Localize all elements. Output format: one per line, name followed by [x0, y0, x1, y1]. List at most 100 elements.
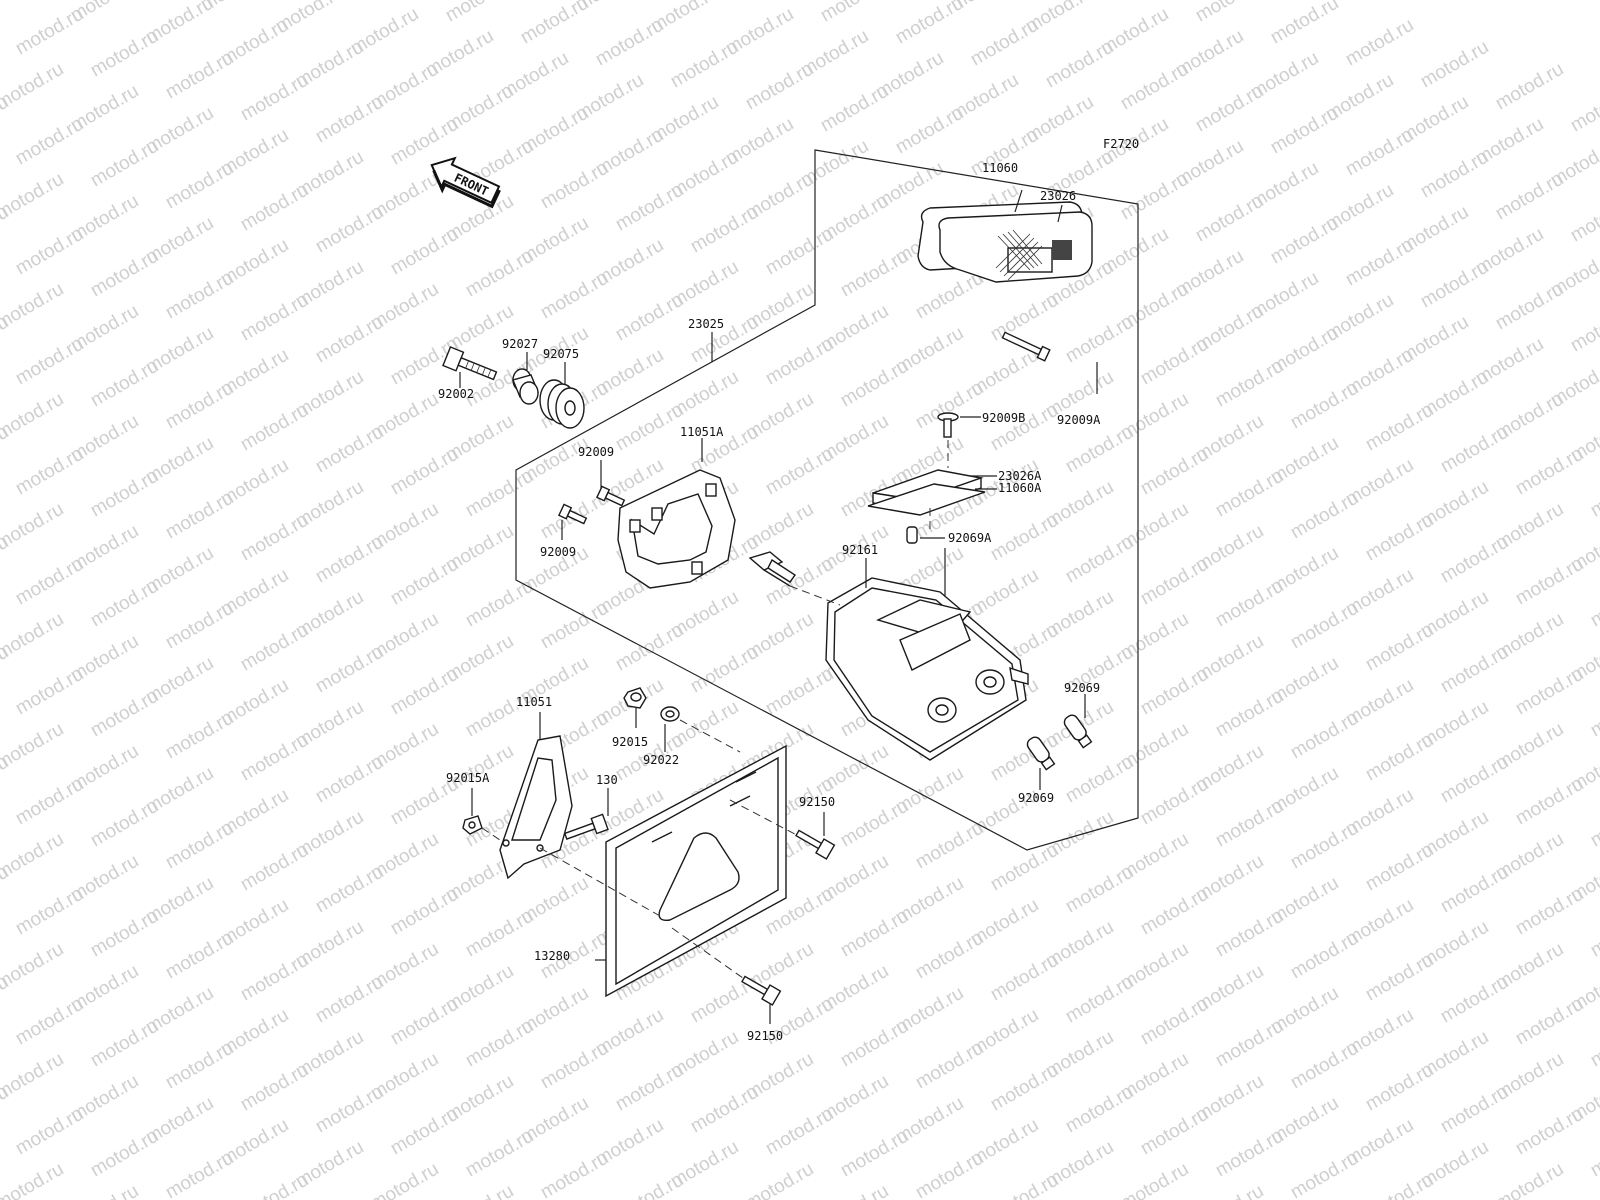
diagram-code: F2720	[1103, 137, 1139, 151]
watermark-text: motod.ru	[742, 1159, 817, 1200]
watermark-text: motod.ru	[12, 884, 87, 940]
watermark-text: motod.ru	[312, 752, 387, 808]
watermark-text: motod.ru	[1287, 708, 1362, 764]
part-label: 92075	[543, 347, 579, 361]
watermark-text: motod.ru	[1362, 1170, 1437, 1200]
watermark-text: motod.ru	[517, 0, 592, 48]
leader	[679, 719, 741, 753]
watermark-text: motod.ru	[387, 884, 462, 940]
assembly-outline	[515, 149, 1139, 851]
part-label: 92022	[643, 753, 679, 767]
watermark-text: motod.ru	[312, 202, 387, 258]
watermark-text: motod.ru	[1587, 686, 1600, 742]
watermark-text: motod.ru	[612, 1060, 687, 1116]
watermark-text: motod.ru	[1567, 191, 1600, 247]
leader	[671, 927, 761, 991]
watermark-text: motod.ru	[312, 532, 387, 588]
watermark-text: motod.ru	[1042, 37, 1117, 93]
watermark-text: motod.ru	[1512, 994, 1587, 1050]
watermark-text: motod.ru	[1342, 235, 1417, 291]
part-label: 11051A	[680, 425, 724, 439]
screw-92009B	[937, 412, 959, 438]
bulb-92069A	[906, 526, 918, 544]
watermark-text: motod.ru	[1212, 576, 1287, 632]
leader	[481, 827, 501, 841]
leader	[729, 799, 811, 843]
watermark-text: motod.ru	[912, 1148, 987, 1200]
watermark-text: motod.ru	[817, 81, 892, 137]
lens-cover-23026	[917, 201, 1093, 283]
watermark-text: motod.ru	[1212, 906, 1287, 962]
watermark-text: motod.ru	[987, 730, 1062, 786]
watermark-text: motod.ru	[442, 0, 517, 26]
part-label: 92161	[842, 543, 878, 557]
watermark-text: motod.ru	[462, 576, 537, 632]
watermark-text: motod.ru	[162, 1148, 237, 1200]
watermark-text: motod.ru	[1512, 664, 1587, 720]
watermark-text: motod.ru	[87, 1126, 162, 1182]
watermark-text: motod.ru	[1567, 301, 1600, 357]
watermark-text: motod.ru	[87, 466, 162, 522]
watermark-text: motod.ru	[312, 972, 387, 1028]
watermark-text: motod.ru	[312, 312, 387, 368]
watermark-text: motod.ru	[162, 158, 237, 214]
watermark-text: motod.ru	[1437, 532, 1512, 588]
watermark-text: motod.ru	[162, 928, 237, 984]
watermark-text: motod.ru	[162, 378, 237, 434]
watermark-text: motod.ru	[1287, 1038, 1362, 1094]
watermark-text: motod.ru	[237, 730, 312, 786]
part-labels: 11060 23026 23025 92027 92075 92002 9200…	[438, 161, 1101, 1043]
part-label: 130	[596, 773, 618, 787]
watermark-text: motod.ru	[1192, 0, 1267, 26]
watermark-text: motod.ru	[1362, 1060, 1437, 1116]
watermark-text: motod.ru	[1062, 1082, 1137, 1138]
watermark-text: motod.ru	[912, 928, 987, 984]
watermark-text: motod.ru	[237, 70, 312, 126]
watermark-text: motod.ru	[1492, 279, 1567, 335]
watermark-text: motod.ru	[1417, 37, 1492, 93]
watermark-text: motod.ru	[1137, 774, 1212, 830]
watermark-text: motod.ru	[987, 400, 1062, 456]
watermark-text: motod.ru	[12, 444, 87, 500]
watermark-text: motod.ru	[12, 1104, 87, 1160]
watermark-text: motod.ru	[612, 400, 687, 456]
watermark-text: motod.ru	[162, 708, 237, 764]
watermark-text: motod.ru	[687, 1082, 762, 1138]
watermark-text: motod.ru	[1567, 1181, 1600, 1200]
watermark-text: motod.ru	[912, 1038, 987, 1094]
watermark-text: motod.ru	[1587, 466, 1600, 522]
bracket-11051A	[617, 469, 736, 589]
watermark-text: motod.ru	[312, 862, 387, 918]
watermark-text: motod.ru	[462, 906, 537, 962]
part-label: 92150	[747, 1029, 783, 1043]
watermark-text: motod.ru	[762, 664, 837, 720]
watermark-text: motod.ru	[237, 620, 312, 676]
watermark-text: motod.ru	[1417, 147, 1492, 203]
watermark-text: motod.ru	[312, 642, 387, 698]
watermark-text: motod.ru	[837, 1126, 912, 1182]
watermark-text: motod.ru	[1362, 620, 1437, 676]
watermark-text: motod.ru	[1137, 554, 1212, 610]
watermark-text: motod.ru	[837, 906, 912, 962]
watermark-text: motod.ru	[1437, 642, 1512, 698]
watermark-text: motod.ru	[312, 92, 387, 148]
watermark-text: motod.ru	[1492, 59, 1567, 115]
watermark-text: motod.ru	[592, 15, 667, 71]
watermark-text: motod.ru	[1192, 1181, 1267, 1200]
watermark-text: motod.ru	[1062, 972, 1137, 1028]
watermark-text: motod.ru	[1492, 1159, 1567, 1200]
watermark-text: motod.ru	[892, 103, 967, 159]
watermark-text: motod.ru	[237, 290, 312, 346]
watermark-text: motod.ru	[237, 1170, 312, 1200]
watermark-text: motod.ru	[1137, 884, 1212, 940]
nut-92015A	[462, 815, 483, 835]
watermark-text: motod.ru	[987, 1060, 1062, 1116]
watermark-text: motod.ru	[0, 0, 12, 37]
watermark-text: motod.ru	[237, 180, 312, 236]
watermark-text: motod.ru	[612, 180, 687, 236]
watermark-text: motod.ru	[1137, 334, 1212, 390]
part-label: 11060A	[998, 481, 1042, 495]
watermark-text: motod.ru	[1062, 532, 1137, 588]
